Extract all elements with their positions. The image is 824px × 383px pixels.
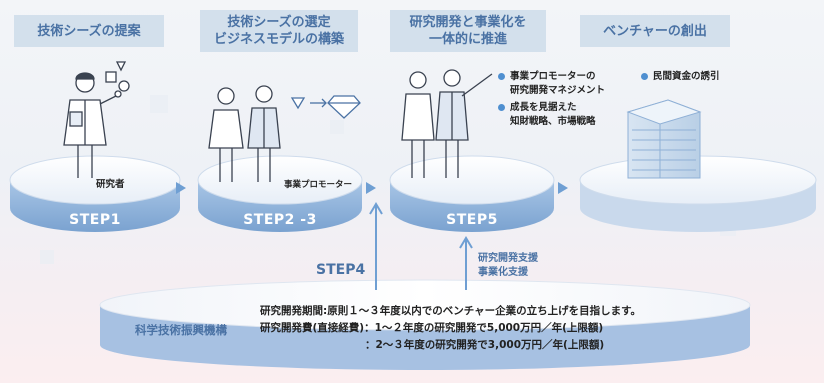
pointing-pair <box>401 69 493 178</box>
platform-organization <box>99 279 751 370</box>
header-rd-promotion: 研究開発と事業化を 一体的に推進 <box>390 10 546 52</box>
support-label: 研究開発支援 事業化支援 <box>478 253 538 278</box>
step5-label: STEP5 <box>446 212 498 228</box>
platform-step2-3 <box>197 155 363 232</box>
venture-bullet-list: 民間資金の誘引 <box>641 70 720 87</box>
bullet-item: 民間資金の誘引 <box>641 70 720 84</box>
arrow-up-step4 <box>369 202 383 290</box>
bullet-item: 成長を見据えた 知財戦略、市場戦略 <box>498 101 605 129</box>
step1-label: STEP1 <box>69 212 121 228</box>
platform-step5 <box>389 155 555 232</box>
researcher-figure <box>63 72 122 178</box>
header-business-model: 技術シーズの選定 ビジネスモデルの構築 <box>200 10 358 52</box>
building-icon <box>626 99 702 179</box>
arrow-up-support <box>459 236 473 290</box>
info-line-budget-2: ：2～３年度の研究開発で3,000万円／年(上限額) <box>260 339 605 351</box>
bullet-item: 事業プロモーターの 研究開発マネジメント <box>498 70 605 98</box>
arrow-right-1 <box>176 182 186 194</box>
step2-3-label: STEP2 -3 <box>243 212 317 228</box>
researcher-promoter-pair <box>208 85 281 182</box>
info-line-period: 研究開発期間:原則１～３年度以内でのベンチャー企業の立ち上げを目指します。 <box>260 305 642 317</box>
arrow-right-2 <box>366 182 376 194</box>
header-venture-creation: ベンチャーの創出 <box>580 15 730 47</box>
header-seed-proposal: 技術シーズの提案 <box>14 15 164 47</box>
shapes-icon <box>105 61 130 92</box>
researcher-label: 研究者 <box>96 179 125 190</box>
platform-step1 <box>9 155 181 232</box>
arrow-right-3 <box>558 182 568 194</box>
promoter-label: 事業プロモーター <box>284 180 353 190</box>
step5-bullet-list: 事業プロモーターの 研究開発マネジメント 成長を見据えた 知財戦略、市場戦略 <box>498 70 605 132</box>
step4-label: STEP4 <box>316 262 366 278</box>
diamond-icon <box>290 95 361 119</box>
info-line-budget-1: 研究開発費(直接経費)：1～２年度の研究開発で5,000万円／年(上限額) <box>260 322 604 334</box>
organization-name: 科学技術振興機構 <box>135 323 227 337</box>
